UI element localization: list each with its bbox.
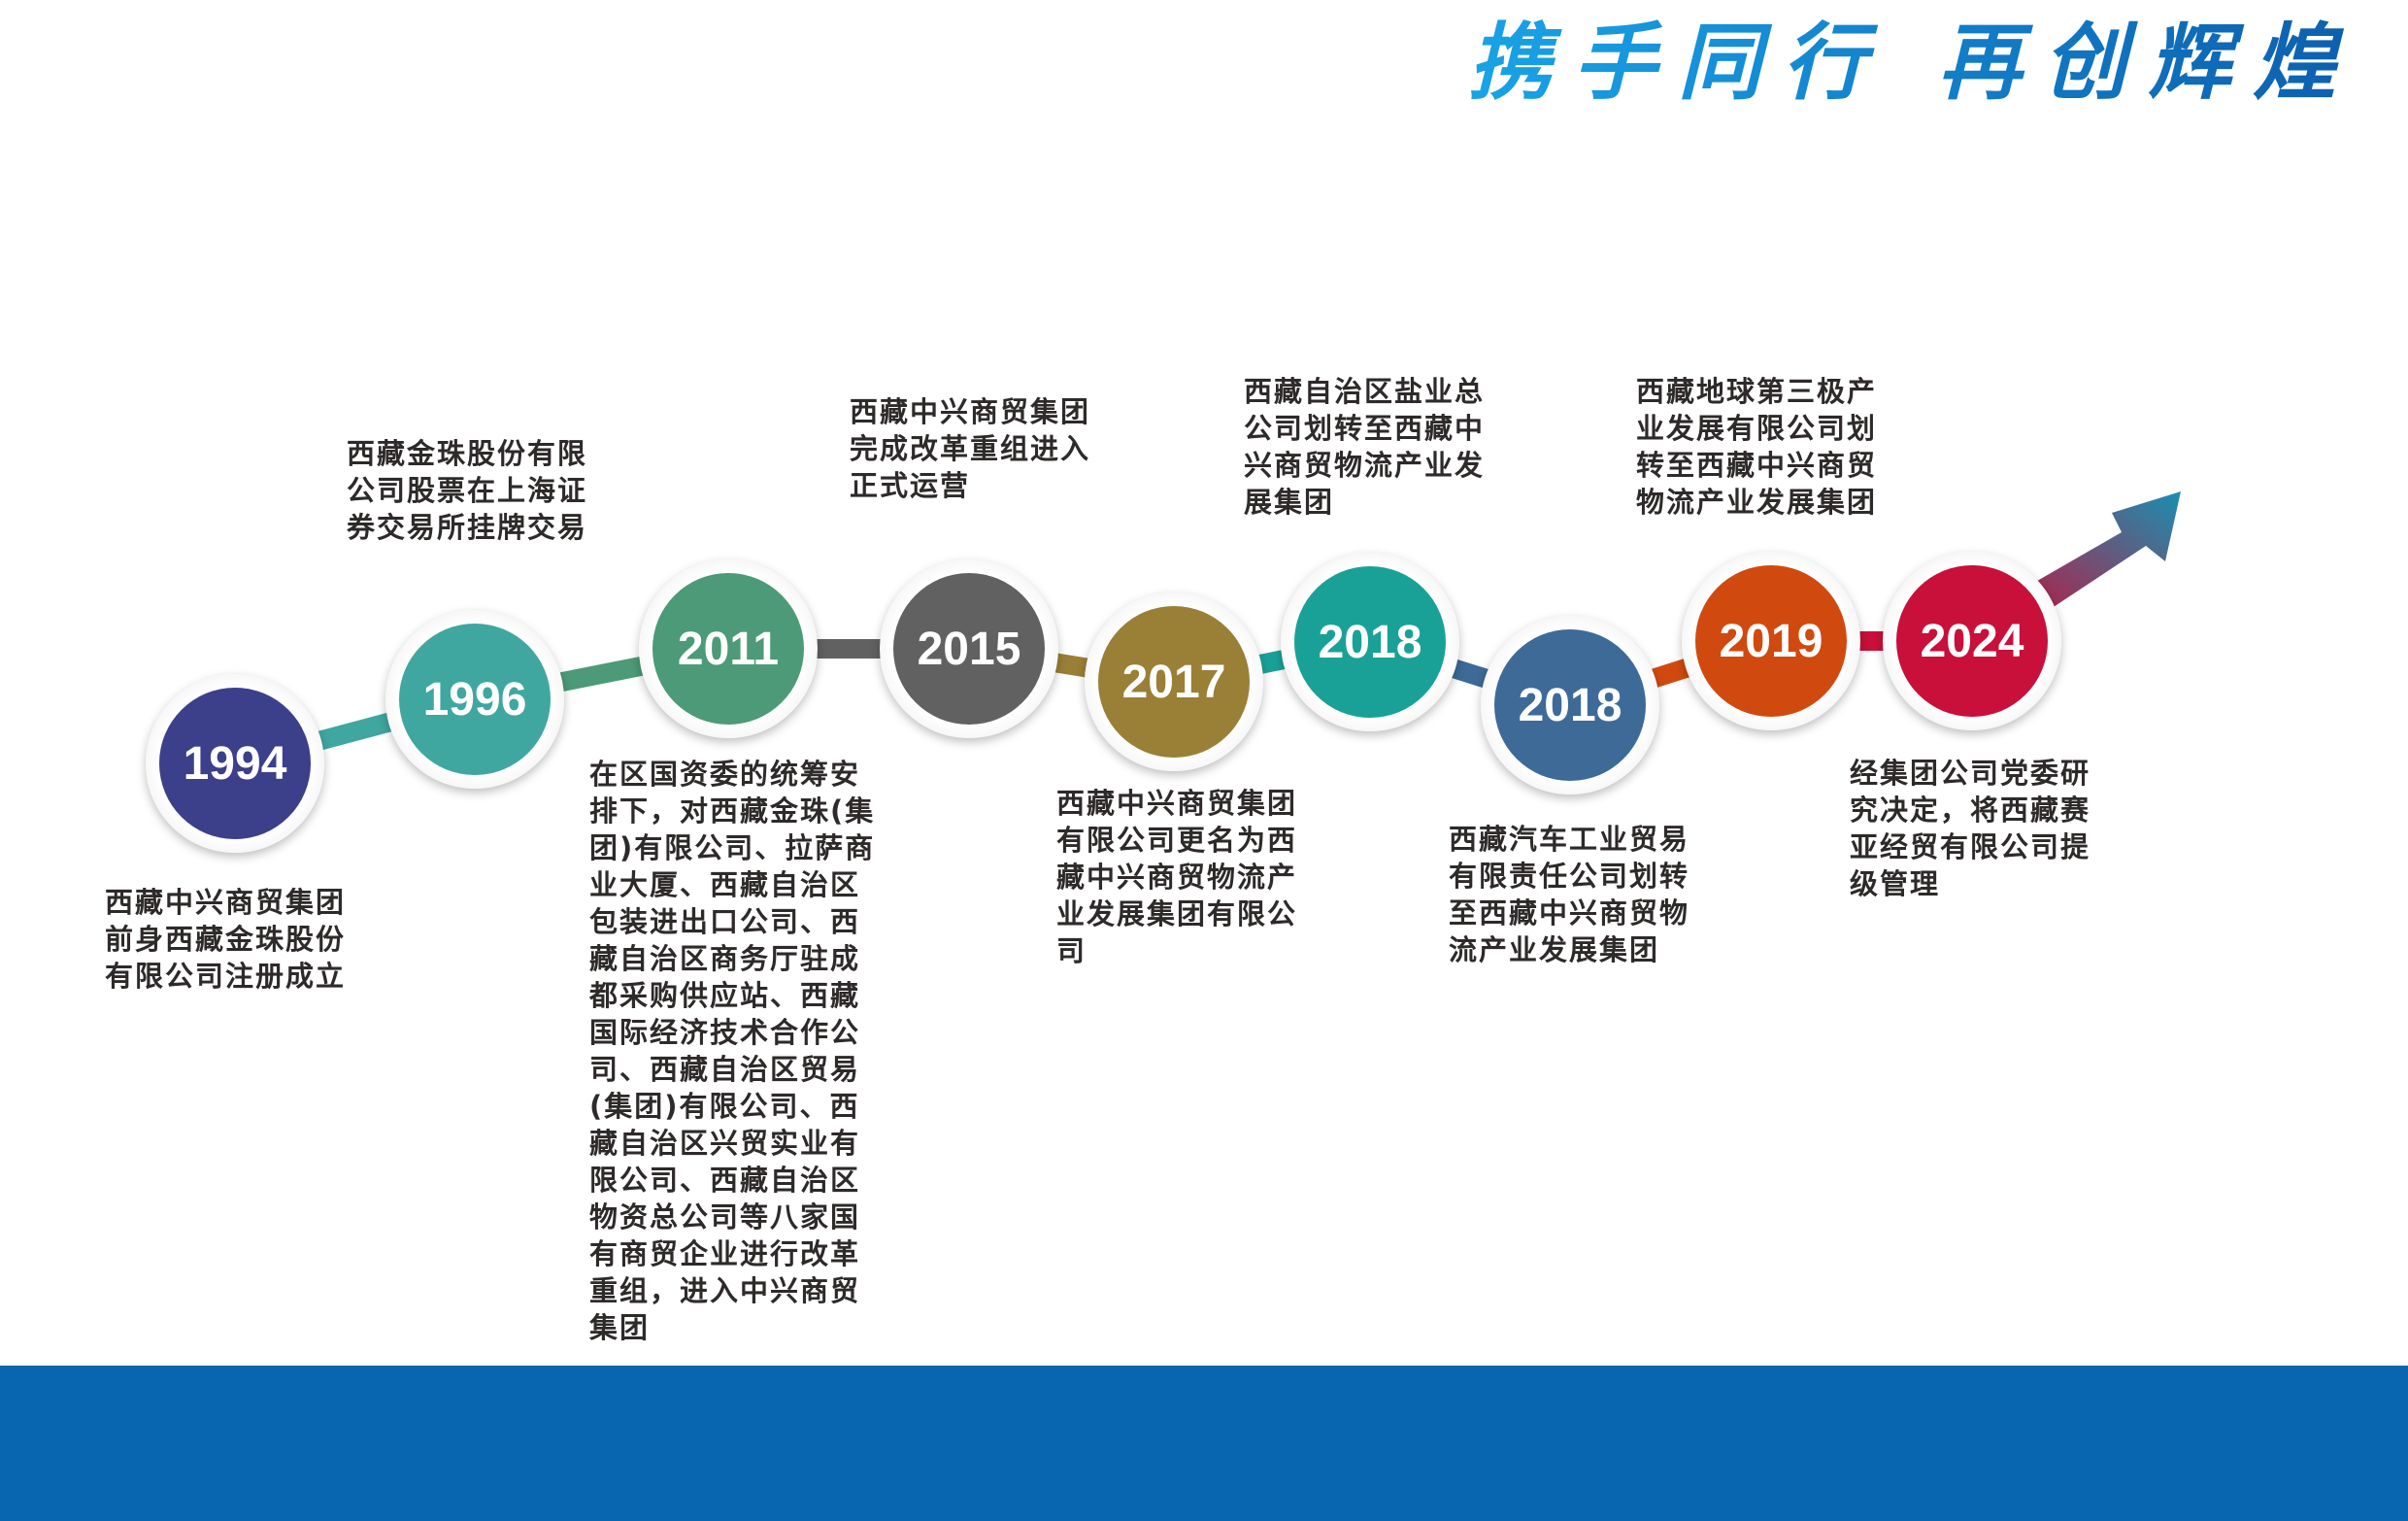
- description-line: 业发展集团有限公: [1056, 897, 1298, 930]
- event-description: 西藏中兴商贸集团有限公司更名为西藏中兴商贸物流产业发展集团有限公司: [1056, 785, 1297, 969]
- description-line: 团)有限公司、拉萨商: [589, 831, 876, 864]
- description-line: 司: [1056, 934, 1087, 967]
- description-line: 究决定，将西藏赛: [1850, 794, 2091, 827]
- slogan-title: 携手同行 再创辉煌: [1468, 0, 2358, 116]
- description-line: 西藏中兴商贸集团: [850, 395, 1091, 428]
- description-line: 流产业发展集团: [1449, 933, 1660, 966]
- event-description: 西藏中兴商贸集团前身西藏金珠股份有限公司注册成立: [105, 884, 346, 995]
- description-line: 西藏中兴商贸集团: [1056, 787, 1298, 820]
- description-line: 正式运营: [850, 469, 971, 502]
- year-label: 2011: [652, 573, 804, 725]
- event-description: 西藏地球第三极产业发展有限公司划转至西藏中兴商贸物流产业发展集团: [1636, 373, 1877, 521]
- event-description: 西藏中兴商贸集团完成改革重组进入正式运营: [850, 393, 1090, 504]
- description-line: 业发展有限公司划: [1636, 412, 1878, 445]
- description-line: 藏自治区商务厅驻成: [589, 942, 861, 975]
- year-label: 1996: [399, 624, 551, 775]
- footer-bar: [0, 1366, 2408, 1521]
- description-line: 重组，进入中兴商贸: [589, 1274, 861, 1307]
- description-line: 亚经贸有限公司提: [1850, 830, 2091, 863]
- description-line: 展集团: [1244, 486, 1335, 519]
- event-description: 在区国资委的统筹安排下，对西藏金珠(集团)有限公司、拉萨商业大厦、西藏自治区包装…: [589, 756, 875, 1346]
- description-line: 有限公司更名为西: [1056, 824, 1298, 857]
- description-line: 包装进出口公司、西: [589, 905, 861, 938]
- year-label: 2019: [1695, 565, 1847, 717]
- description-line: 国际经济技术合作公: [589, 1016, 861, 1049]
- description-line: 有商贸企业进行改革: [589, 1237, 861, 1270]
- description-line: 西藏汽车工业贸易: [1449, 823, 1690, 856]
- year-node: 2024: [1883, 552, 2061, 730]
- description-line: 有限责任公司划转: [1449, 860, 1690, 893]
- description-line: 物资总公司等八家国: [589, 1200, 861, 1234]
- description-line: 券交易所挂牌交易: [347, 511, 588, 544]
- year-label: 2015: [893, 573, 1045, 725]
- year-node: 2019: [1682, 552, 1860, 730]
- year-node: 2018: [1481, 616, 1659, 794]
- description-line: 公司划转至西藏中: [1244, 412, 1486, 445]
- description-line: 公司股票在上海证: [347, 474, 588, 507]
- description-line: 西藏中兴商贸集团: [105, 886, 347, 919]
- description-line: 司、西藏自治区贸易: [589, 1053, 861, 1086]
- year-label: 2017: [1098, 606, 1250, 758]
- year-node: 2017: [1085, 592, 1263, 771]
- description-line: 业大厦、西藏自治区: [589, 868, 861, 901]
- description-line: 藏中兴商贸物流产: [1056, 861, 1298, 894]
- description-line: 都采购供应站、西藏: [589, 979, 861, 1012]
- description-line: (集团)有限公司、西: [589, 1090, 860, 1123]
- description-line: 集团: [589, 1311, 651, 1344]
- year-node: 1994: [146, 674, 324, 853]
- year-label: 2018: [1294, 566, 1446, 718]
- description-line: 排下，对西藏金珠(集: [589, 794, 876, 828]
- year-label: 2018: [1494, 629, 1646, 781]
- year-node: 1996: [385, 610, 564, 789]
- event-description: 西藏自治区盐业总公司划转至西藏中兴商贸物流产业发展集团: [1244, 373, 1485, 521]
- event-description: 经集团公司党委研究决定，将西藏赛亚经贸有限公司提级管理: [1850, 755, 2090, 902]
- description-line: 前身西藏金珠股份: [105, 923, 347, 956]
- event-description: 西藏金珠股份有限公司股票在上海证券交易所挂牌交易: [347, 435, 587, 546]
- description-line: 完成改革重组进入: [850, 432, 1091, 465]
- description-line: 西藏地球第三极产: [1636, 375, 1878, 408]
- description-line: 兴商贸物流产业发: [1244, 449, 1486, 482]
- description-line: 限公司、西藏自治区: [589, 1164, 861, 1197]
- description-line: 有限公司注册成立: [105, 960, 347, 993]
- year-node: 2015: [880, 559, 1058, 738]
- year-node: 2018: [1281, 553, 1459, 731]
- year-label: 2024: [1896, 565, 2048, 717]
- description-line: 西藏金珠股份有限: [347, 437, 588, 470]
- description-line: 在区国资委的统筹安: [589, 758, 861, 791]
- description-line: 藏自治区兴贸实业有: [589, 1127, 861, 1160]
- year-node: 2011: [639, 559, 818, 738]
- description-line: 转至西藏中兴商贸: [1636, 449, 1878, 482]
- description-line: 至西藏中兴商贸物: [1449, 896, 1690, 930]
- description-line: 西藏自治区盐业总: [1244, 375, 1486, 408]
- description-line: 经集团公司党委研: [1850, 757, 2091, 790]
- description-line: 级管理: [1850, 867, 1941, 900]
- description-line: 物流产业发展集团: [1636, 486, 1878, 519]
- event-description: 西藏汽车工业贸易有限责任公司划转至西藏中兴商贸物流产业发展集团: [1449, 821, 1689, 968]
- year-label: 1994: [159, 688, 311, 839]
